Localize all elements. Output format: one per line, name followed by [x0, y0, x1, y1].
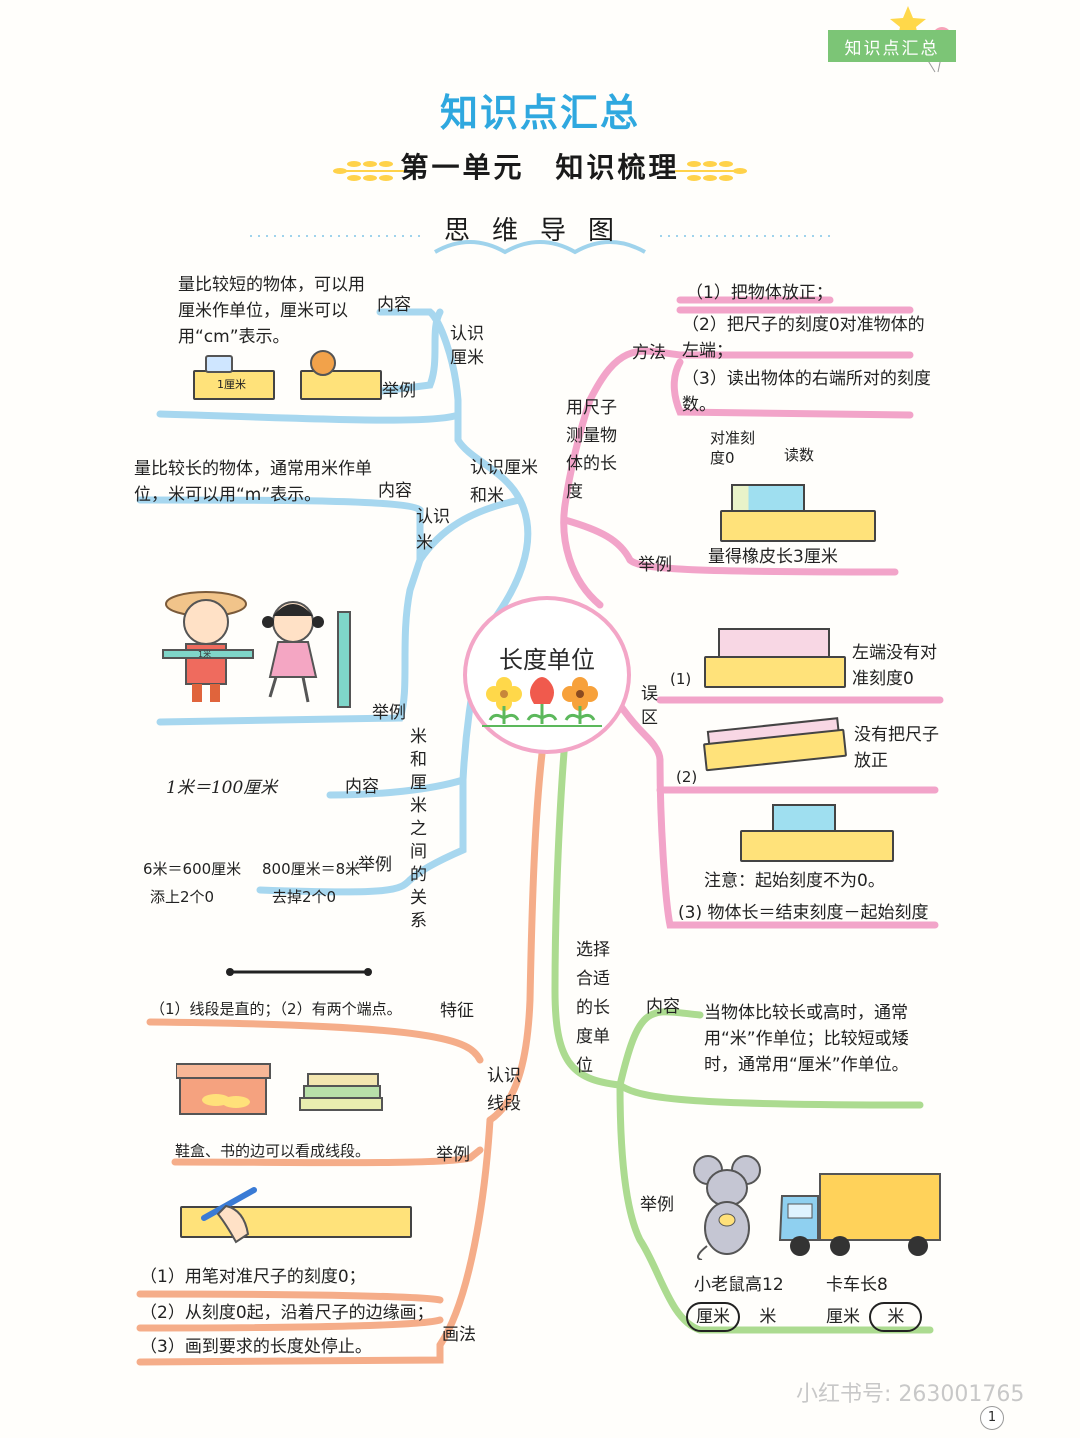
shoebox-books-illustration	[176, 1063, 383, 1115]
line-segment-icon	[226, 968, 372, 976]
cm-ruler-2	[300, 370, 382, 400]
map-title-frame	[250, 235, 830, 255]
measure-ruler	[720, 510, 876, 542]
mouse-illustration	[693, 1155, 761, 1260]
center-label: 长度单位	[499, 646, 595, 674]
truck-unit-m: 米	[869, 1302, 923, 1332]
rel-example-2-note: 去掉2个0	[272, 888, 337, 906]
mistake-3-ruler	[740, 830, 894, 862]
align-note: 对准刻度0	[710, 429, 756, 467]
measure-method-tag: 方法	[632, 343, 666, 363]
seg-draw-step-3: （3）画到要求的长度处停止。	[140, 1337, 372, 1357]
choose-label: 选择合适的长度单位	[576, 940, 610, 1076]
measure-example-tag: 举例	[638, 555, 672, 575]
seg-example-tag: 举例	[436, 1145, 470, 1165]
rel-content: 1米＝100厘米	[166, 778, 278, 798]
seg-label: 认识线段	[487, 1066, 521, 1114]
children-illustration: 1米	[162, 591, 351, 708]
watermark: 小红书号: 263001765	[796, 1382, 1025, 1407]
mouse-unit-options: 厘米 米	[686, 1302, 776, 1332]
seg-feature: （1）线段是直的；（2）有两个端点。	[150, 1000, 402, 1018]
mistake-tag: 误区	[641, 684, 658, 728]
rel-example-1-note: 添上2个0	[150, 888, 215, 906]
rel-content-tag: 内容	[345, 777, 379, 797]
cm-example-tag: 举例	[382, 381, 416, 401]
choose-example-tag: 举例	[640, 1195, 674, 1215]
right-leaf-decoration	[675, 161, 747, 181]
m-content: 量比较长的物体，通常用米作单位，米可以用“m”表示。	[134, 459, 372, 505]
truck-unit-options: 厘米 米	[826, 1302, 923, 1332]
cm-content: 量比较短的物体，可以用厘米作单位，厘米可以用“cm”表示。	[178, 275, 365, 347]
mistake-3-text: (3) 物体长＝结束刻度－起始刻度	[678, 903, 929, 923]
pen-hand-icon	[201, 1187, 257, 1244]
page-number: 1	[980, 1406, 1004, 1430]
truck-illustration	[778, 1173, 941, 1256]
truck-unit-cm: 厘米	[826, 1307, 860, 1327]
measure-step-3: （3）读出物体的右端所对的刻度数。	[682, 369, 931, 415]
mistake-3-object	[772, 804, 836, 834]
m-label: 认识米	[416, 507, 450, 553]
mistake-2-text: 没有把尺子放正	[854, 725, 939, 771]
read-note: 读数	[784, 446, 815, 464]
choose-content: 当物体比较长或高时，通常用“米”作单位；比较短或矮时，通常用“厘米”作单位。	[704, 1003, 909, 1075]
center-node: 长度单位	[463, 596, 631, 754]
mistake-1-text: 左端没有对准刻度0	[852, 643, 937, 689]
rel-example-2: 800厘米＝8米	[262, 860, 361, 878]
seg-feature-tag: 特征	[440, 1001, 474, 1021]
header-tag: 知识点汇总	[828, 30, 956, 62]
measure-step-2: （2）把尺子的刻度0对准物体的左端；	[682, 315, 925, 361]
cm-content-tag: 内容	[377, 295, 411, 315]
m-ruler-label-svg: 1米	[198, 649, 211, 659]
truck-text: 卡车长8	[826, 1275, 888, 1295]
mouse-text: 小老鼠高12	[694, 1275, 784, 1295]
measure-label: 用尺子测量物体的长度	[566, 398, 617, 502]
cookie-icon	[310, 350, 336, 376]
branch-cm-m-label: 认识厘米和米	[470, 458, 538, 506]
measure-step-1: （1）把物体放正；	[686, 283, 833, 303]
unit-title: 第一单元 知识梳理	[400, 151, 680, 184]
page-title: 知识点汇总	[439, 91, 640, 135]
flower-icons	[482, 677, 602, 727]
map-title: 思维导图	[443, 216, 636, 246]
mouse-unit-cm: 厘米	[686, 1302, 740, 1332]
mistake-2-number: (2)	[676, 768, 698, 786]
rel-example-1: 6米＝600厘米	[143, 860, 242, 878]
m-content-tag: 内容	[378, 481, 412, 501]
mouse-unit-m: 米	[759, 1307, 777, 1327]
measure-note: 注意：起始刻度不为0。	[704, 871, 885, 891]
mistake-1-number: (1)	[670, 670, 692, 688]
seg-example: 鞋盒、书的边可以看成线段。	[175, 1142, 371, 1160]
rel-example-tag: 举例	[358, 855, 392, 875]
seg-draw-step-1: （1）用笔对准尺子的刻度0；	[140, 1267, 366, 1287]
seg-draw-step-2: （2）从刻度0起，沿着尺子的边缘画；	[140, 1303, 434, 1323]
eraser-measure-icon	[731, 484, 805, 514]
left-leaf-decoration	[333, 161, 405, 181]
cm-label: 认识厘米	[450, 324, 484, 368]
rel-label: 米和厘米之间的关系	[410, 727, 427, 931]
eraser-icon	[205, 355, 233, 373]
m-example-tag: 举例	[372, 703, 406, 723]
cm-ruler-1: 1厘米	[193, 370, 275, 400]
measure-result: 量得橡皮长3厘米	[708, 547, 838, 567]
seg-draw-tag: 画法	[442, 1325, 476, 1345]
mistake-1-ruler	[704, 656, 846, 688]
choose-content-tag: 内容	[646, 997, 680, 1017]
cm-ruler-label: 1厘米	[217, 378, 246, 391]
